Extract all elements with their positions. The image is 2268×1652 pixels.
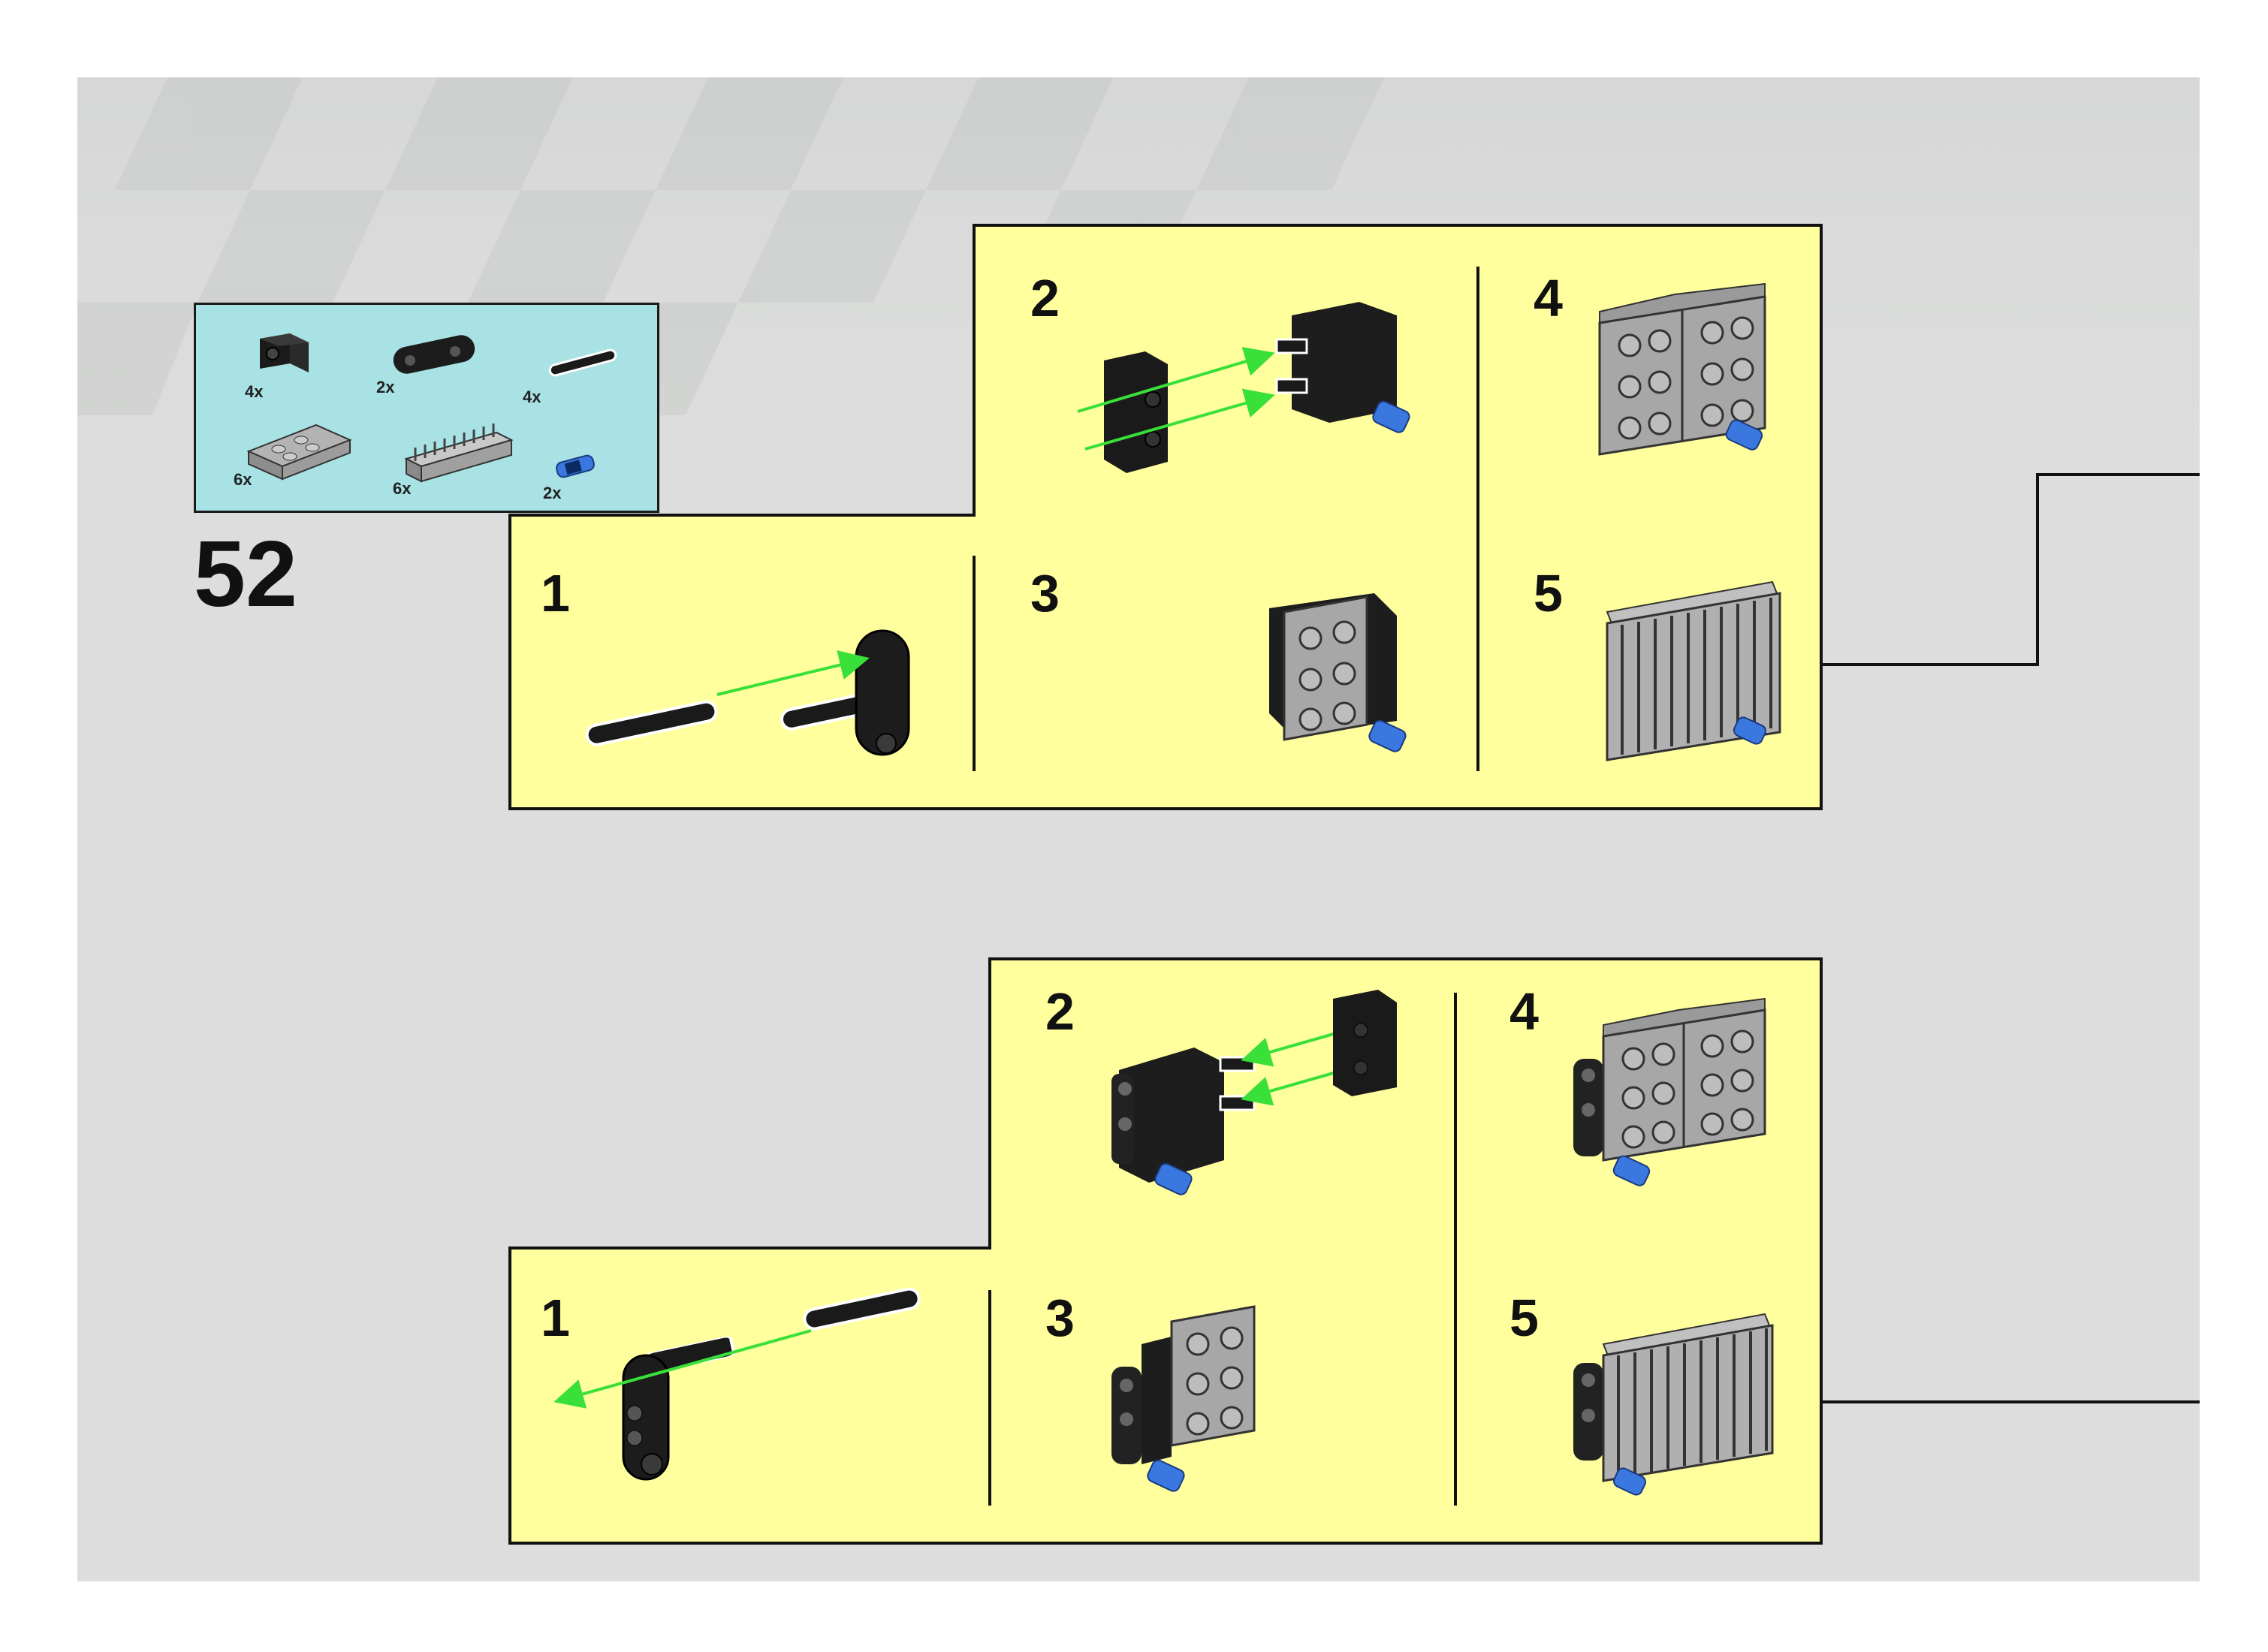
black-technic-pin-icon bbox=[548, 348, 617, 377]
lower-substep-number: 4 bbox=[1509, 982, 1539, 1041]
part-quantity: 2x bbox=[376, 378, 395, 396]
substep-illustration bbox=[1573, 1313, 1774, 1496]
lower-substep-panel bbox=[508, 957, 1823, 1545]
part-quantity: 4x bbox=[523, 387, 541, 406]
black-technic-liftarm-icon bbox=[393, 335, 475, 374]
substep-illustration bbox=[1269, 593, 1407, 752]
upper-substep-number: 3 bbox=[1030, 564, 1060, 623]
upper-substep-number: 5 bbox=[1534, 564, 1563, 623]
substep-illustration bbox=[1598, 282, 1766, 456]
substep-illustration bbox=[1573, 997, 1766, 1186]
lower-substep-number: 5 bbox=[1509, 1289, 1539, 1347]
part-quantity: 6x bbox=[234, 470, 252, 489]
substep-illustration bbox=[1606, 580, 1781, 761]
grey-plate-icon bbox=[246, 424, 352, 481]
part-quantity: 6x bbox=[393, 479, 412, 498]
step-number: 52 bbox=[194, 523, 297, 626]
part-quantity: 2x bbox=[543, 484, 562, 502]
substep-illustration bbox=[1111, 1305, 1256, 1492]
upper-substep-number: 4 bbox=[1534, 269, 1563, 327]
substep-illustration bbox=[553, 1287, 921, 1481]
parts-list-box: 4x 2x 4x 6x 6x 2x bbox=[194, 303, 659, 513]
substep-illustration bbox=[1077, 302, 1410, 473]
blue-axle-pin-icon bbox=[556, 454, 595, 478]
lower-substep-number: 2 bbox=[1045, 982, 1075, 1041]
part-quantity: 4x bbox=[245, 382, 264, 401]
connector-lines bbox=[1821, 473, 2200, 1403]
lower-substep-number: 1 bbox=[541, 1289, 570, 1347]
upper-substep-number: 2 bbox=[1030, 269, 1060, 327]
substep-illustration bbox=[585, 629, 910, 756]
upper-substep-number: 1 bbox=[541, 564, 570, 623]
black-technic-brick-icon bbox=[260, 333, 309, 372]
grey-grille-icon bbox=[404, 424, 514, 483]
lower-substep-number: 3 bbox=[1045, 1289, 1075, 1347]
substep-illustration bbox=[1111, 990, 1397, 1195]
